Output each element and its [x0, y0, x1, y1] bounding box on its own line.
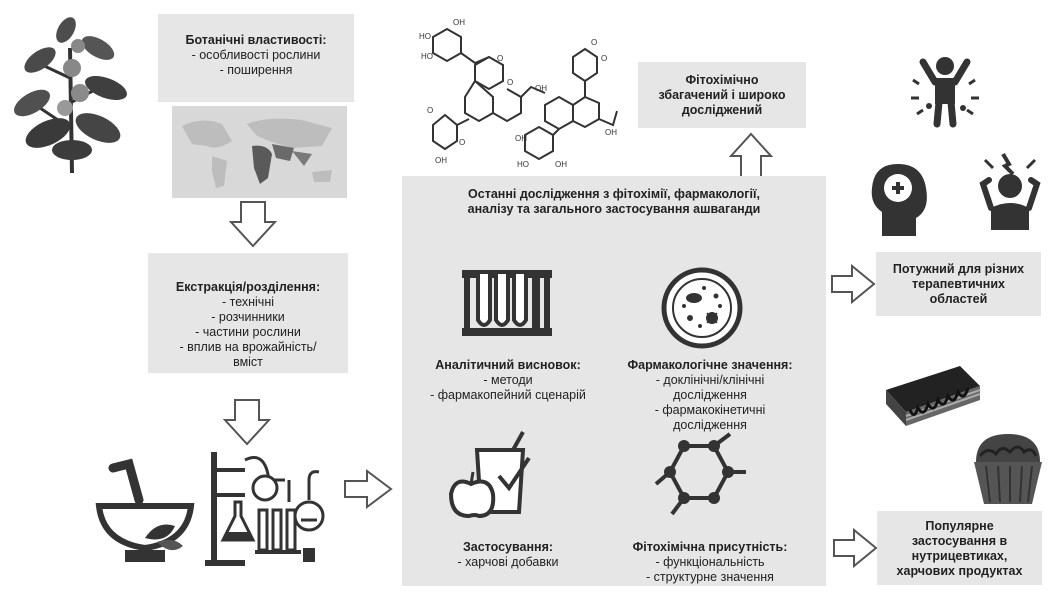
svg-text:O: O [601, 54, 607, 63]
svg-text:OH: OH [453, 18, 465, 27]
pharmacological-text: Фармакологічне значення: - доклінічні/кл… [620, 358, 800, 433]
popular-line: Популярне [925, 519, 994, 533]
apple-glass-icon [448, 431, 531, 519]
lab-apparatus-icon [205, 452, 325, 566]
mortar-pestle-icon [95, 458, 195, 562]
analytical-item: - методи [483, 373, 533, 387]
arrow-up-icon [728, 132, 774, 179]
botany-box [158, 14, 354, 102]
stressed-person-icon [979, 152, 1041, 230]
phyto-enriched-text: Фітохімічно збагачений і широко дослідже… [638, 73, 806, 118]
analytical-item: - фармакопейний сценарій [430, 388, 586, 402]
pharmacological-item: дослідження [673, 418, 747, 432]
botany-text: Ботанічні властивості: - особливості рос… [158, 33, 354, 78]
svg-text:O: O [591, 38, 597, 47]
analytical-title: Аналітичний висновок: [435, 358, 581, 372]
botany-item: - поширення [219, 63, 293, 77]
center-title: Останні дослідження з фітохімії, фармако… [402, 187, 826, 217]
svg-text:HO: HO [421, 52, 433, 61]
popular-box [877, 511, 1042, 585]
arrow-down-icon [228, 201, 278, 248]
extraction-item: вміст [233, 355, 263, 369]
svg-text:OH: OH [515, 134, 527, 143]
test-tubes-icon [462, 270, 552, 336]
extraction-item: - вплив на врожайність/ [179, 340, 317, 354]
analytical-text: Аналітичний висновок: - методи - фармако… [418, 358, 598, 403]
presence-item: - функціональність [655, 555, 765, 569]
svg-text:OH: OH [605, 128, 617, 137]
svg-text:O: O [497, 54, 503, 63]
presence-item: - структурне значення [646, 570, 774, 584]
svg-text:OH: OH [555, 160, 567, 169]
phyto-enriched-box [638, 62, 806, 128]
petri-dish-icon [661, 267, 743, 349]
svg-text:HO: HO [517, 160, 529, 169]
application-item: - харчові добавки [457, 555, 559, 569]
therapeutic-line: Потужний для різних [892, 262, 1025, 276]
molecular-hexagon-icon [654, 432, 746, 516]
extraction-title: Екстракція/розділення: [175, 280, 321, 294]
svg-text:OH: OH [435, 156, 447, 165]
botany-item: - особливості рослини [191, 48, 321, 62]
presence-title: Фітохімічна присутність: [632, 540, 788, 554]
svg-text:O: O [427, 106, 433, 115]
extraction-text: Екстракція/розділення: - технічні - розч… [148, 280, 348, 370]
svg-text:HO: HO [419, 32, 431, 41]
center-panel [402, 176, 826, 586]
energetic-person-icon [911, 57, 979, 128]
pharmacological-item: дослідження [673, 388, 747, 402]
pharmacological-title: Фармакологічне значення: [627, 358, 793, 372]
phyto-enriched-line: збагачений і широко [658, 88, 786, 102]
popular-line: нутрицевтиках, [911, 549, 1008, 563]
popular-line: застосування в [911, 534, 1008, 548]
therapeutic-text: Потужний для різних терапевтичних област… [876, 262, 1041, 307]
center-title-line: Останні дослідження з фітохімії, фармако… [468, 187, 760, 201]
extraction-item: - частини рослини [195, 325, 301, 339]
world-map-icon [172, 106, 347, 198]
arrow-right-icon [344, 469, 393, 509]
center-title-line: аналізу та загального застосування ашваг… [467, 202, 761, 216]
presence-text: Фітохімічна присутність: - функціональні… [620, 540, 800, 585]
application-text: Застосування: - харчові добавки [418, 540, 598, 570]
svg-text:O: O [459, 138, 465, 147]
svg-text:OH: OH [535, 84, 547, 93]
arrow-right-icon [831, 263, 876, 305]
pharmacological-item: - доклінічні/клінічні [655, 373, 765, 387]
cupcake-icon [974, 434, 1042, 504]
therapeutic-box [876, 252, 1041, 316]
popular-text: Популярне застосування в нутрицевтиках, … [877, 519, 1042, 579]
brain-health-icon [871, 164, 927, 236]
cake-icon [886, 366, 981, 426]
svg-text:O: O [507, 78, 513, 87]
ashwagandha-plant-icon [13, 17, 127, 174]
popular-line: харчових продуктах [896, 564, 1023, 578]
therapeutic-line: областей [929, 292, 988, 306]
therapeutic-line: терапевтичних [912, 277, 1005, 291]
phyto-enriched-line: досліджений [681, 103, 763, 117]
arrow-down-icon [222, 399, 272, 446]
botany-title: Ботанічні властивості: [185, 33, 327, 47]
application-title: Застосування: [462, 540, 554, 554]
pharmacological-item: - фармакокінетичні [654, 403, 766, 417]
extraction-item: - розчинники [211, 310, 285, 324]
extraction-box [148, 253, 348, 373]
arrow-right-icon [833, 527, 878, 569]
extraction-item: - технічні [221, 295, 275, 309]
phyto-enriched-line: Фітохімічно [685, 73, 759, 87]
